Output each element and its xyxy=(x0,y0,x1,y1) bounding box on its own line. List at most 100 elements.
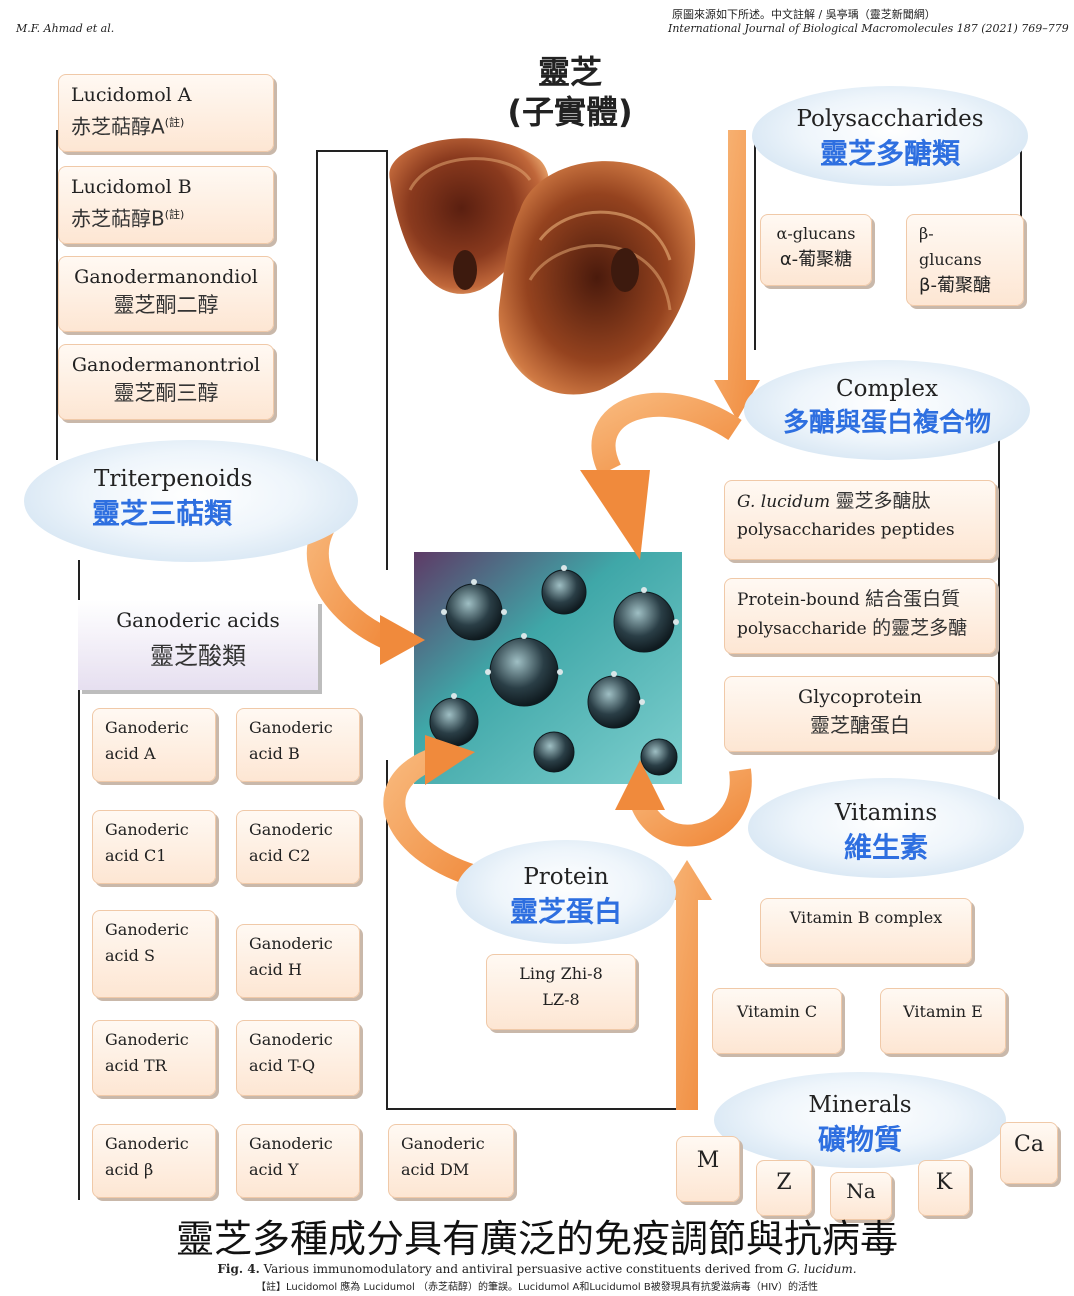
polysaccharides-label-zh: 靈芝多醣類 xyxy=(819,137,960,170)
beta-zh: β-葡聚醣 xyxy=(919,275,991,296)
glycoprotein-box: Glycoprotein 靈芝醣蛋白 xyxy=(724,676,996,752)
journal-citation: International Journal of Biological Macr… xyxy=(668,22,1069,35)
complex-item-zh2: 的靈芝多醣 xyxy=(872,617,968,639)
mineral-z-box: Z xyxy=(756,1160,812,1216)
connector-line xyxy=(754,140,756,350)
item-zh: 靈芝酮二醇 xyxy=(113,293,219,317)
virus-image xyxy=(414,552,682,784)
protein-ellipse: Protein 靈芝蛋白 xyxy=(456,840,676,944)
ganoderic-acid-c2: Ganoderic acid C2 xyxy=(236,810,360,884)
protein-bound-polysaccharide-box: Protein-bound 結合蛋白質 polysaccharide 的靈芝多醣 xyxy=(724,578,996,654)
arrow-protein-virus xyxy=(383,749,493,891)
vitamins-label-en: Vitamins xyxy=(834,800,938,826)
triterpenoids-label-en: Triterpenoids xyxy=(94,466,253,492)
connector-line xyxy=(56,130,58,460)
acid-line2: acid B xyxy=(249,744,300,763)
alpha-en: α-glucans xyxy=(776,224,856,243)
acid-line2: acid H xyxy=(249,960,302,979)
ling-zhi-8-box: Ling Zhi-8 LZ-8 xyxy=(486,954,636,1030)
connector-line xyxy=(386,760,388,1110)
gl-polysaccharide-peptides-box: G. lucidum 靈芝多醣肽 polysaccharides peptide… xyxy=(724,480,996,560)
ganoderic-acid-h: Ganoderic acid H xyxy=(236,924,360,998)
lucidomol-b-box: Lucidomol B 赤芝萜醇B(註) xyxy=(58,166,274,244)
polysaccharides-label-en: Polysaccharides xyxy=(796,106,984,132)
protein-label-en: Protein xyxy=(523,864,609,890)
ganoderic-label-zh: 靈芝酸類 xyxy=(150,642,246,670)
acid-line1: Ganoderic xyxy=(249,718,333,737)
mineral-item: M xyxy=(696,1148,720,1173)
connector-line xyxy=(386,150,388,570)
item-en: Ganodermanontriol xyxy=(71,354,261,376)
mineral-na-box: Na xyxy=(830,1172,892,1220)
acid-line1: Ganoderic xyxy=(249,820,333,839)
arrow-up xyxy=(662,860,712,1110)
minerals-ellipse: Minerals 礦物質 xyxy=(714,1072,1006,1168)
ganoderic-acid-y: Ganoderic acid Y xyxy=(236,1124,360,1198)
item-en: Ganodermanondiol xyxy=(74,266,258,288)
acid-line1: Ganoderic xyxy=(401,1134,485,1153)
lucidomol-a-box: Lucidomol A 赤芝萜醇A(註) xyxy=(58,74,274,152)
complex-ellipse: Complex 多醣與蛋白複合物 xyxy=(744,360,1030,460)
complex-item-zh1: 靈芝多醣肽 xyxy=(835,490,931,512)
acid-line2: acid TR xyxy=(105,1056,167,1075)
minerals-label-zh: 礦物質 xyxy=(817,1123,902,1156)
acid-line1: Ganoderic xyxy=(105,920,189,939)
complex-label-en: Complex xyxy=(836,376,938,402)
arrow-vitamins-virus xyxy=(629,768,752,847)
acid-line1: Ganoderic xyxy=(249,934,333,953)
vitamin-e-box: Vitamin E xyxy=(880,988,1006,1054)
complex-item-en1: G. lucidum xyxy=(737,492,831,512)
ganodermanontriol-box: Ganodermanontriol 靈芝酮三醇 xyxy=(58,344,274,420)
mineral-item: Na xyxy=(846,1179,876,1203)
acid-line1: Ganoderic xyxy=(249,1030,333,1049)
complex-item-en1: Protein-bound xyxy=(737,590,860,610)
connector-line xyxy=(998,380,1000,800)
acid-line2: acid β xyxy=(105,1160,154,1179)
acid-line2: acid S xyxy=(105,946,155,965)
connector-line xyxy=(1020,130,1022,220)
lingzhi-mushroom-image xyxy=(389,138,696,395)
ganoderic-label-en: Ganoderic acids xyxy=(116,608,280,632)
vitamin-item: Vitamin B complex xyxy=(789,908,943,927)
item-zh: 赤芝萜醇A xyxy=(71,114,165,139)
protein-label-zh: 靈芝蛋白 xyxy=(509,895,622,928)
fig-label: Fig. 4. xyxy=(217,1262,260,1276)
fruiting-body-title: 靈芝 (子實體) xyxy=(470,52,670,132)
complex-item-en1: Glycoprotein xyxy=(798,686,922,708)
connector-line xyxy=(316,150,388,152)
vitamin-c-box: Vitamin C xyxy=(712,988,842,1054)
vitamins-ellipse: Vitamins 維生素 xyxy=(748,778,1024,878)
beta-glucans-box: β- glucans β-葡聚醣 xyxy=(906,214,1024,306)
footnote: 【註】Lucidomol 應為 Lucidumol （赤芝萜醇）的筆誤。Luci… xyxy=(255,1282,819,1293)
ganodermanondiol-box: Ganodermanondiol 靈芝酮二醇 xyxy=(58,256,274,332)
note-mark: (註) xyxy=(164,208,185,221)
acid-line1: Ganoderic xyxy=(249,1134,333,1153)
ganoderic-acids-header: Ganoderic acids 靈芝酸類 xyxy=(78,600,318,690)
acid-line2: acid C2 xyxy=(249,846,311,865)
source-note: 原圖來源如下所述。中文註解 / 吳亭瑀（靈芝新聞網） xyxy=(672,8,936,21)
acid-line1: Ganoderic xyxy=(105,820,189,839)
note-mark: (註) xyxy=(164,116,185,129)
complex-label-zh: 多醣與蛋白複合物 xyxy=(782,408,991,438)
mineral-item: Z xyxy=(776,1170,792,1195)
fig-text: Various immunomodulatory and antiviral p… xyxy=(263,1262,784,1276)
mineral-item: Ca xyxy=(1014,1132,1044,1157)
mineral-m-box: M xyxy=(676,1136,740,1202)
acid-line2: acid Y xyxy=(249,1160,299,1179)
vitamin-item: Vitamin C xyxy=(736,1002,818,1021)
item-zh: 靈芝酮三醇 xyxy=(113,381,219,405)
protein-item1: Ling Zhi-8 xyxy=(519,964,603,983)
beta-en2: glucans xyxy=(919,250,982,269)
figure-title-zh: 靈芝多種成分具有廣泛的免疫調節與抗病毒 xyxy=(175,1217,898,1261)
protein-item2: LZ-8 xyxy=(542,990,580,1009)
minerals-label-en: Minerals xyxy=(808,1092,912,1118)
complex-item-zh1: 靈芝醣蛋白 xyxy=(810,713,910,737)
item-en: Lucidomol B xyxy=(71,176,192,198)
beta-en1: β- xyxy=(919,224,934,243)
acid-line1: Ganoderic xyxy=(105,1030,189,1049)
ganoderic-acid-s: Ganoderic acid S xyxy=(92,910,216,998)
vitamin-b-complex-box: Vitamin B complex xyxy=(760,898,972,964)
